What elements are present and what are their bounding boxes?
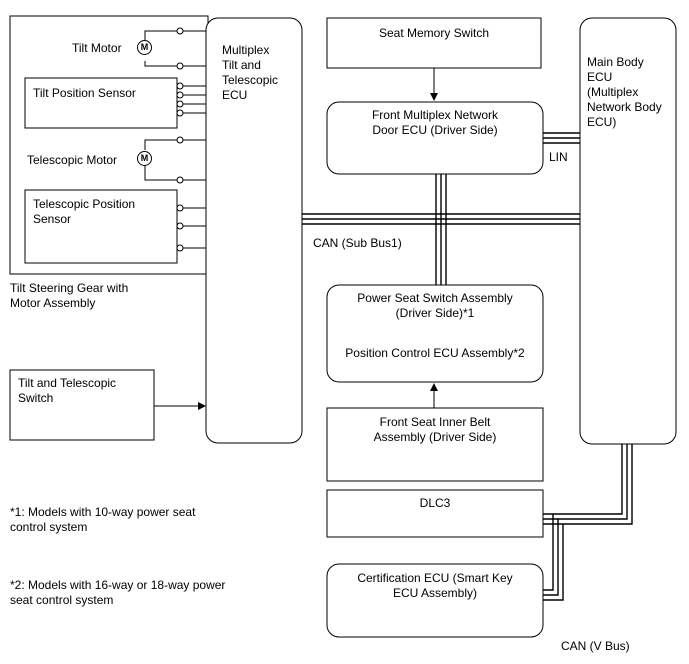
- tilt-position-sensor-box: [24, 77, 178, 129]
- main-body-ecu-label: Main Body ECU (Multiplex Network Body EC…: [587, 55, 662, 129]
- can-sub-bus-vertical: [435, 174, 447, 285]
- multiplex-ecu-label: Multiplex Tilt and Telescopic ECU: [222, 43, 279, 102]
- position-control-ecu-label: Position Control ECU Assembly*2: [345, 346, 525, 360]
- telescopic-position-sensor-label: Telescopic Position Sensor: [33, 197, 136, 226]
- certification-ecu-label: Certification ECU (Smart Key ECU Assembl…: [357, 571, 513, 600]
- dlc3-box: [326, 489, 544, 538]
- inner-belt-box: [326, 407, 544, 482]
- seat-memory-switch-label: Seat Memory Switch: [378, 26, 490, 40]
- footnote-1: *1: Models with 10-way power seat contro…: [10, 505, 196, 534]
- dlc3-label: DLC3: [419, 496, 451, 510]
- lin-label: LIN: [549, 150, 568, 164]
- multiplex-ecu-box: [205, 17, 303, 444]
- gear-assembly-label: Tilt Steering Gear with Motor Assembly: [10, 281, 129, 310]
- main-body-ecu-box: [579, 17, 677, 445]
- connector-terminals: [176, 27, 184, 252]
- can-v-bus-label: CAN (V Bus): [561, 639, 630, 653]
- inner-belt-label: Front Seat Inner Belt Assembly (Driver S…: [373, 415, 497, 444]
- door-ecu-box: [326, 101, 544, 175]
- tilt-telescopic-switch-label: Tilt and Telescopic Switch: [18, 376, 117, 405]
- tilt-position-sensor-label: Tilt Position Sensor: [33, 86, 136, 100]
- tilt-telescopic-switch-box: [9, 369, 155, 441]
- seat-memory-switch-box: [326, 17, 542, 69]
- telescopic-motor-label: Telescopic Motor: [27, 153, 118, 167]
- tilt-motor-icon: M: [137, 40, 152, 55]
- can-sub-bus-label: CAN (Sub Bus1): [313, 236, 402, 250]
- telescopic-motor-wiring: [144, 139, 180, 181]
- lin-bus-lines: [543, 132, 580, 144]
- can-v-bus-lines: [543, 444, 633, 601]
- power-seat-switch-box: [326, 284, 544, 383]
- power-seat-switch-label: Power Seat Switch Assembly (Driver Side)…: [357, 291, 513, 320]
- footnote-2: *2: Models with 16-way or 18-way power s…: [10, 578, 226, 607]
- door-ecu-label: Front Multiplex Network Door ECU (Driver…: [371, 108, 499, 137]
- telescopic-position-sensor-box: [24, 189, 178, 264]
- telescopic-motor-icon: M: [137, 151, 152, 166]
- tilt-motor-label: Tilt Motor: [72, 41, 122, 55]
